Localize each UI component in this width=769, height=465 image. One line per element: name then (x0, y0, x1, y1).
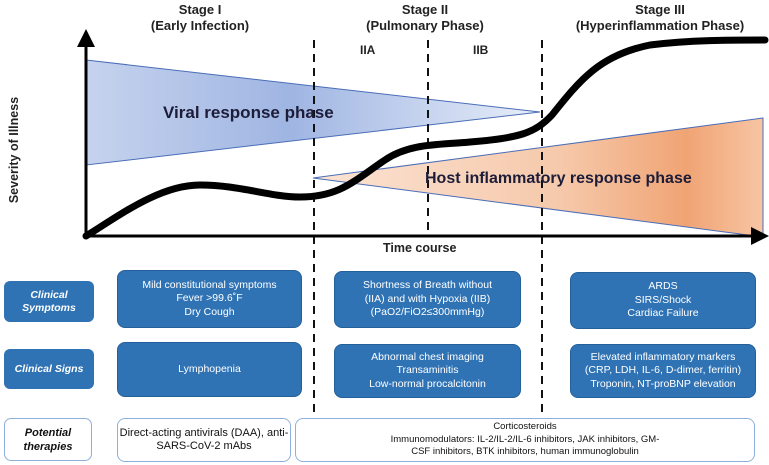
viral-phase-label: Viral response phase (163, 103, 334, 122)
therapies-label-line2: therapies (23, 440, 73, 453)
sign-item: Abnormal chest imaging (371, 350, 484, 363)
sign-item: (CRP, LDH, IL-6, D-dimer, ferritin) (584, 364, 742, 377)
stage-3-subtitle: (Hyperinflammation Phase) (575, 18, 745, 33)
stage-1-subtitle: (Early Infection) (150, 18, 250, 33)
signs-stage-2-card: Abnormal chest imaging Transaminitis Low… (334, 344, 521, 398)
symptom-item: Cardiac Failure (627, 307, 699, 320)
sign-item: Lymphopenia (178, 362, 241, 375)
late-therapies-box: Corticosteroids Immunomodulators: IL-2/I… (295, 418, 755, 462)
symptom-item: Shortness of Breath without (363, 279, 492, 292)
signs-stage-3-card: Elevated inflammatory markers (CRP, LDH,… (570, 344, 756, 398)
stage-1-title: Stage I (Early Infection) (130, 2, 270, 34)
sign-item: Transaminitis (396, 364, 459, 377)
symptom-item: ARDS (648, 280, 678, 293)
stage-2-name: Stage II (401, 2, 449, 17)
substage-iib-label: IIB (473, 43, 489, 57)
symptom-item: (IIA) and with Hypoxia (IIB) (364, 292, 491, 305)
stage-3-name: Stage III (635, 2, 685, 17)
clinical-symptoms-label-line1: Clinical (30, 288, 68, 301)
symptoms-stage-3-card: ARDS SIRS/Shock Cardiac Failure (570, 272, 756, 329)
clinical-symptoms-label-line2: Symptoms (22, 301, 76, 314)
therapy-item: CSF inhibitors, BTK inhibitors, human im… (411, 446, 639, 458)
substage-iia-label: IIA (360, 43, 376, 57)
symptoms-stage-2-card: Shortness of Breath without (IIA) and wi… (334, 271, 521, 328)
symptom-item: Mild constitutional symptoms (142, 278, 277, 291)
sign-item: Troponin, NT-proBNP elevation (590, 377, 736, 390)
therapy-item: Corticosteroids (493, 421, 557, 433)
sign-item: Elevated inflammatory markers (590, 350, 736, 363)
therapy-item: Immunomodulators: IL-2/IL-2/IL-6 inhibit… (390, 433, 660, 445)
symptom-item: Dry Cough (184, 305, 235, 318)
stage-2-subtitle: (Pulmonary Phase) (366, 18, 484, 33)
signs-stage-1-card: Lymphopenia (117, 342, 302, 397)
early-therapies-box: Direct-acting antivirals (DAA), anti-SAR… (117, 418, 291, 462)
stage-1-name: Stage I (178, 2, 222, 17)
therapies-label-line1: Potential (24, 426, 72, 439)
x-axis-label: Time course (383, 241, 457, 255)
sign-item: Low-normal procalcitonin (369, 377, 486, 390)
symptom-item: SIRS/Shock (634, 293, 692, 306)
clinical-signs-label: Clinical Signs (14, 362, 84, 375)
clinical-signs-row-label: Clinical Signs (4, 349, 94, 389)
early-therapies-text: Direct-acting antivirals (DAA), anti-SAR… (119, 427, 289, 452)
stage-2-title: Stage II (Pulmonary Phase) (345, 2, 505, 34)
y-axis-label: Severity of Illness (7, 96, 21, 204)
symptom-item: Fever >99.6˚F (176, 292, 243, 305)
host-inflammatory-wedge (312, 117, 764, 238)
stage-3-title: Stage III (Hyperinflammation Phase) (555, 2, 765, 34)
host-phase-label: Host inflammatory response phase (425, 170, 692, 187)
symptom-item: (PaO2/FiO2≤300mmHg) (370, 306, 485, 319)
symptoms-stage-1-card: Mild constitutional symptoms Fever >99.6… (117, 270, 302, 328)
severity-curve (82, 36, 769, 240)
